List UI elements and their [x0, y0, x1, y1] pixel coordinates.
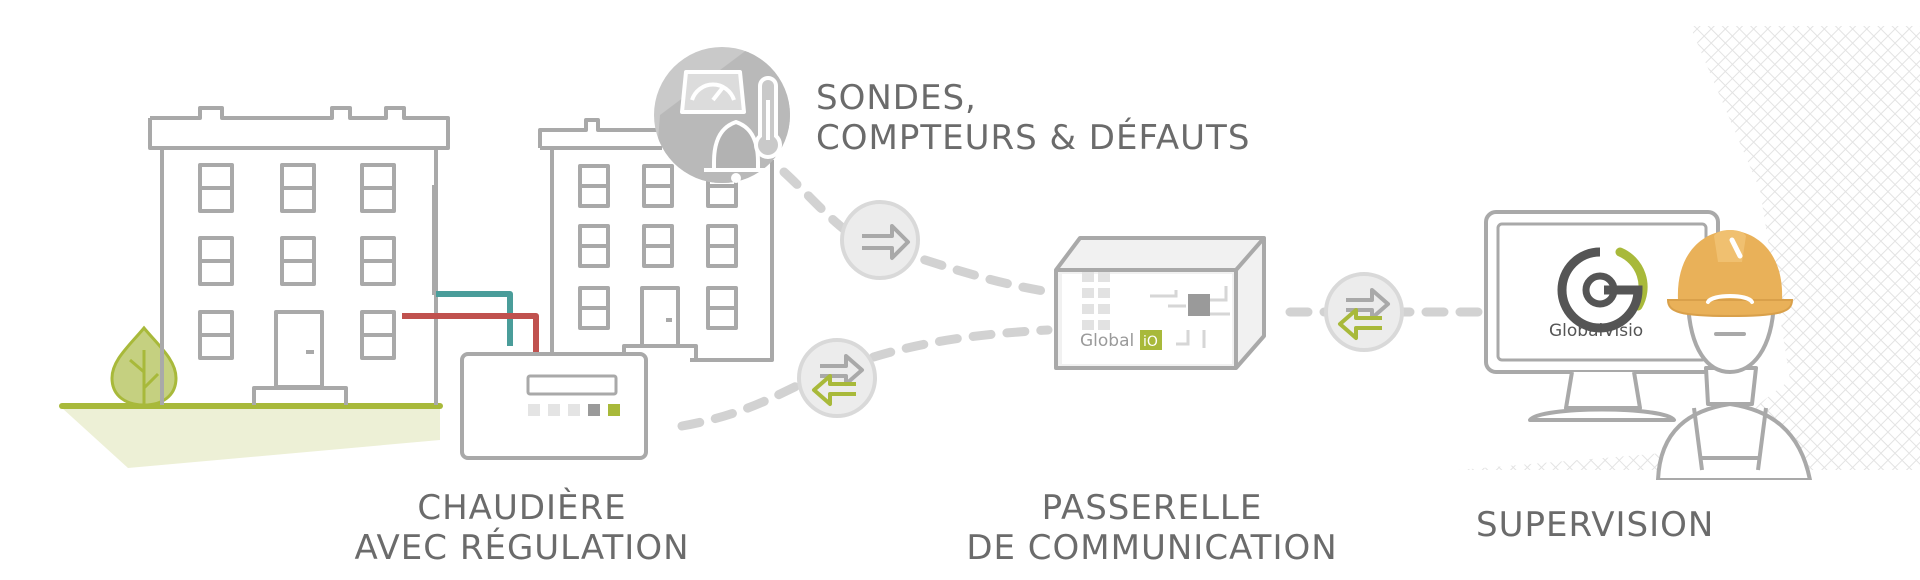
monitor-logo-text: GlobalVisio: [1549, 321, 1643, 341]
bidirectional-arrow-badge-supervision: [1324, 272, 1404, 352]
sensors-label-line1: SONDES,: [816, 78, 977, 118]
apartment-building-small: [538, 118, 774, 362]
gateway-label-line1: PASSERELLE: [1041, 488, 1263, 528]
bell-icon: [704, 120, 766, 183]
supervision-label-line1: SUPERVISION: [1476, 505, 1715, 545]
windows-large-building: [198, 163, 396, 360]
gateway-badge: [1140, 330, 1162, 350]
hard-hat-icon: [1666, 230, 1794, 318]
sensors-label-line2: COMPTEURS & DÉFAUTS: [816, 118, 1251, 158]
gateway-brand-text: Global: [1080, 331, 1134, 351]
apartment-building-large: [148, 106, 450, 405]
meter-icon: [680, 70, 746, 114]
bidirectional-arrow-badge-boiler: [797, 338, 877, 418]
arrow-right-badge: [840, 200, 920, 280]
heating-pipes: [402, 291, 539, 356]
gateway-badge-text: iO: [1143, 334, 1158, 350]
vent-grid-icon: [1082, 272, 1110, 330]
windows-small-building: [578, 164, 738, 330]
circuit-chip-icon: [1150, 286, 1230, 348]
gateway-label-line2: DE COMMUNICATION: [966, 528, 1338, 568]
door-large-building: [252, 310, 348, 405]
sensors-bubble: [654, 47, 790, 183]
monitor-icon: GlobalVisio: [1484, 210, 1720, 422]
boiler-label-line1: CHAUDIÈRE: [417, 488, 627, 528]
gateway-device: Global iO: [1054, 236, 1266, 370]
door-small-building: [622, 286, 698, 360]
technician-icon: [1656, 230, 1812, 480]
globalvisio-logo-icon: [1557, 247, 1648, 333]
tree-icon: [110, 325, 178, 408]
boiler-label-line2: AVEC RÉGULATION: [354, 528, 690, 568]
gateway-label: PASSERELLE DE COMMUNICATION: [952, 488, 1352, 568]
ground: [59, 403, 443, 468]
boiler-label: CHAUDIÈRE AVEC RÉGULATION: [346, 488, 698, 568]
sensors-label: SONDES, COMPTEURS & DÉFAUTS: [816, 78, 1250, 158]
supervision-background: [1458, 26, 1920, 470]
thermometer-icon: [754, 76, 782, 159]
supervision-label: SUPERVISION: [1476, 505, 1714, 545]
boiler-icon: [460, 352, 648, 460]
